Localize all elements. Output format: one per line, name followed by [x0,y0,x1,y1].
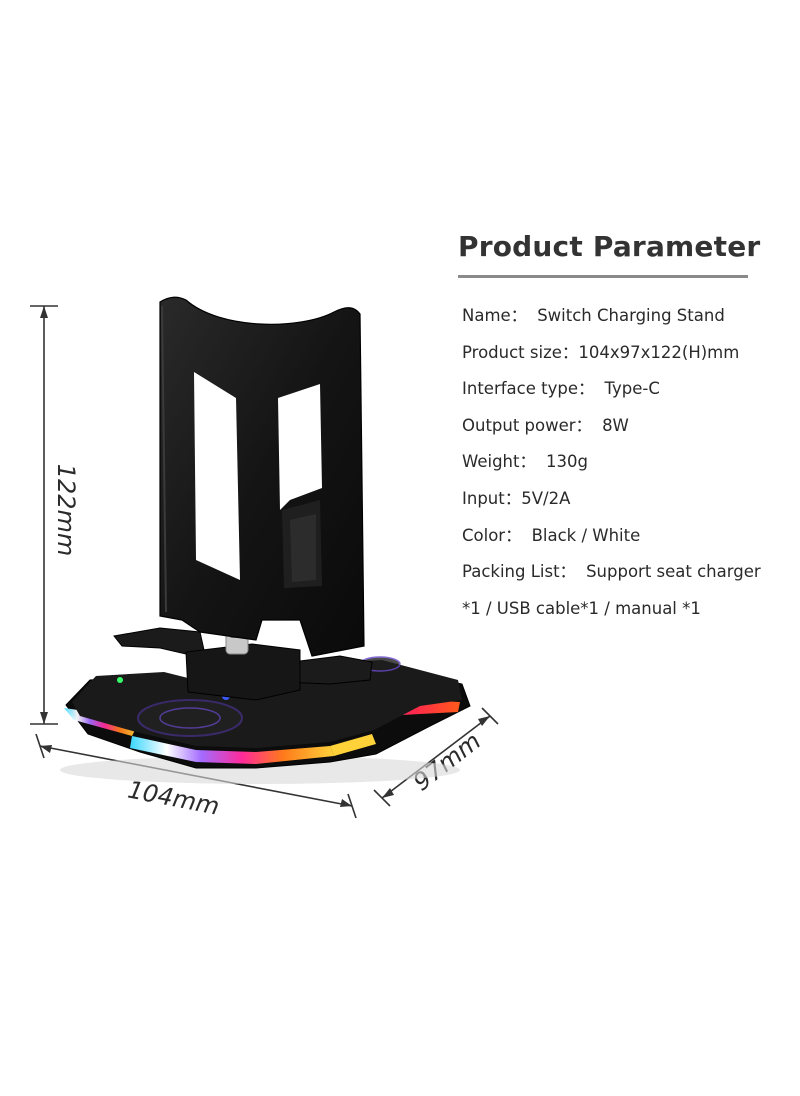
param-value: 130g [545,452,588,472]
param-row-input: Input：5V/2A [462,481,778,518]
param-row-output-power: Output power： 8W [462,408,778,445]
height-dimension-label: 122mm [52,464,80,557]
param-title: Product Parameter [458,230,761,263]
param-value: 8W [602,415,629,435]
product-illustration: 122mm 104mm 97mm [30,296,499,821]
param-value: Switch Charging Stand [537,306,725,325]
param-value: Type-C [604,379,660,399]
param-label: Interface type： [462,379,595,399]
param-row-packing-list-continued: *1 / USB cable*1 / manual *1 [462,591,778,628]
param-value: Support seat charger [586,562,761,582]
param-label: Weight： [462,452,536,472]
param-value: *1 / USB cable*1 / manual *1 [462,598,701,618]
param-label: Input： [462,488,522,508]
product-parameter-panel: Product Parameter Name： Switch Charging S… [458,230,778,627]
param-label: Product size： [462,342,579,362]
charging-stand-product [60,296,471,784]
param-list: Name： Switch Charging Stand Product size：… [458,298,778,627]
param-label: Color： [462,525,522,545]
height-dimension: 122mm [30,305,80,725]
param-value: Black / White [531,525,641,545]
param-label: Name： [462,306,528,325]
param-value: 104x97x122(H)mm [578,342,740,362]
param-row-name: Name： Switch Charging Stand [462,298,778,335]
param-row-packing-list: Packing List： Support seat charger [462,554,778,591]
param-row-color: Color： Black / White [462,518,778,555]
param-label: Output power： [462,415,593,435]
param-row-product-size: Product size：104x97x122(H)mm [462,335,778,372]
title-divider [458,275,748,278]
param-value: 5V/2A [521,488,571,508]
param-row-interface-type: Interface type： Type-C [462,371,778,408]
param-label: Packing List： [462,562,577,582]
param-row-weight: Weight： 130g [462,444,778,481]
